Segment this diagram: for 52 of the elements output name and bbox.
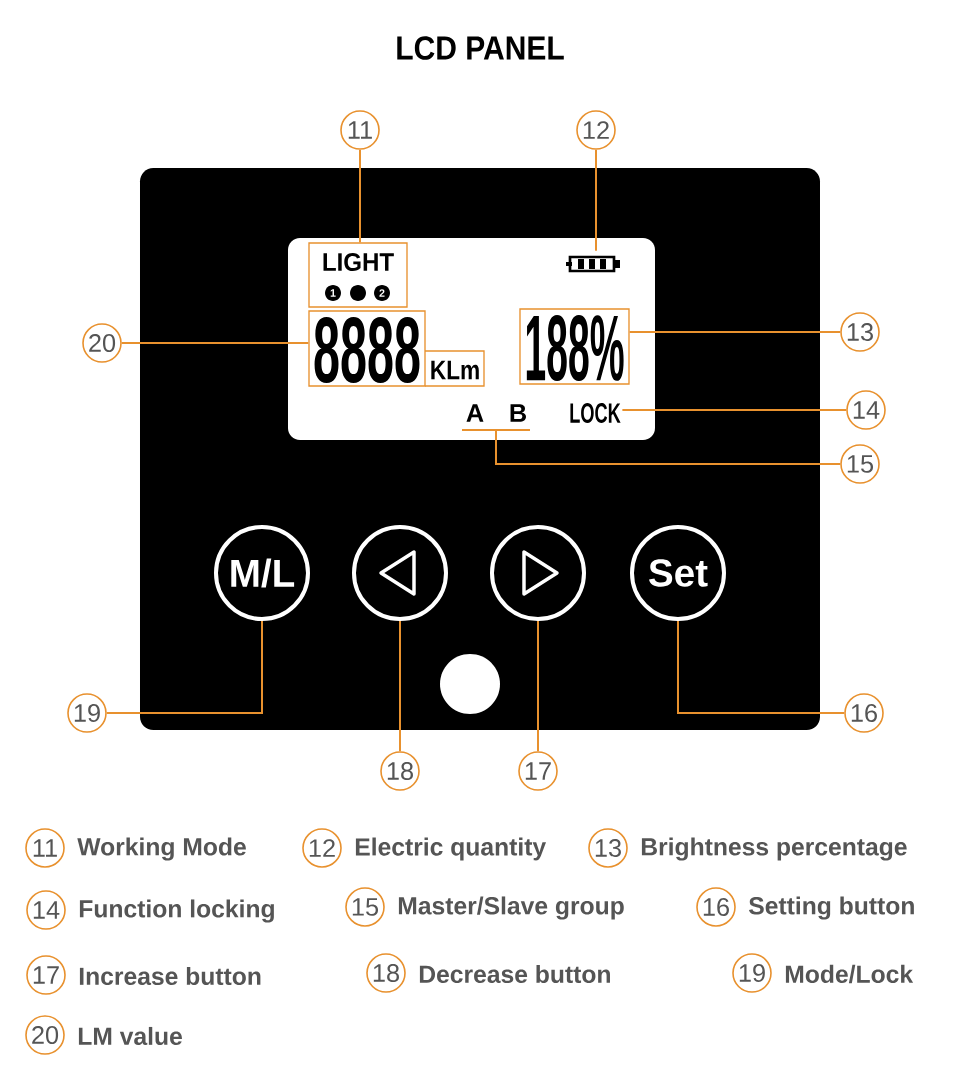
leader-line — [120, 342, 310, 344]
callout-number: 11 — [25, 828, 65, 868]
legend-text: Increase button — [79, 966, 261, 986]
legend-text: Function locking — [79, 899, 274, 923]
callout-number: 20 — [25, 1015, 65, 1055]
leader-line — [359, 148, 361, 244]
legend-text: Mode/Lock — [785, 964, 914, 984]
callout-number: 12 — [576, 110, 616, 150]
title: LCD PANEL — [397, 36, 564, 60]
leader-line — [537, 620, 539, 753]
callout-number: 18 — [366, 953, 406, 993]
callout-number: 13 — [840, 312, 880, 352]
callout-number: 15 — [840, 444, 880, 484]
node-label: KLm — [431, 360, 479, 380]
lock-indicator: LOCK — [570, 403, 621, 423]
callout-number: 17 — [26, 955, 66, 995]
legend-text: Master/Slave group — [398, 896, 624, 920]
leader-line — [621, 409, 848, 411]
arrow-button — [352, 525, 448, 621]
callout-number: 14 — [26, 890, 66, 930]
leader-line — [105, 620, 263, 714]
percent-display: 188% — [519, 308, 630, 385]
callout-number: 11 — [340, 110, 380, 150]
leader-line — [628, 331, 842, 333]
legend-text: Brightness percentage — [641, 837, 907, 861]
leader-line — [399, 620, 401, 753]
group-indicator: A B — [461, 404, 531, 431]
legend-text: Electric quantity — [355, 837, 546, 861]
callout-number: 14 — [846, 390, 886, 430]
callout-number: 19 — [67, 693, 107, 733]
round-button: Set — [630, 525, 726, 621]
legend-text: Working Mode — [77, 837, 246, 861]
callout-number: 16 — [696, 887, 736, 927]
callout-number: 15 — [345, 887, 385, 927]
leader-line — [677, 620, 846, 714]
lcd-screen — [288, 238, 655, 440]
leader-line — [495, 429, 842, 465]
legend-text: LM value — [78, 1026, 182, 1046]
battery-icon — [566, 255, 620, 273]
callout-number: 18 — [380, 751, 420, 791]
legend-text: Setting button — [749, 896, 914, 920]
arrow-button — [490, 525, 586, 621]
callout-number: 12 — [302, 828, 342, 868]
callout-number: 19 — [732, 953, 772, 993]
callout-number: 17 — [518, 751, 558, 791]
leader-line — [595, 148, 597, 252]
mode-indicator: LIGHT 1 2 — [308, 242, 408, 308]
callout-number: 13 — [588, 828, 628, 868]
callout-number: 16 — [844, 693, 884, 733]
legend-text: Decrease button — [419, 964, 610, 984]
round-button: M/L — [214, 525, 310, 621]
callout-number: 20 — [82, 323, 122, 363]
